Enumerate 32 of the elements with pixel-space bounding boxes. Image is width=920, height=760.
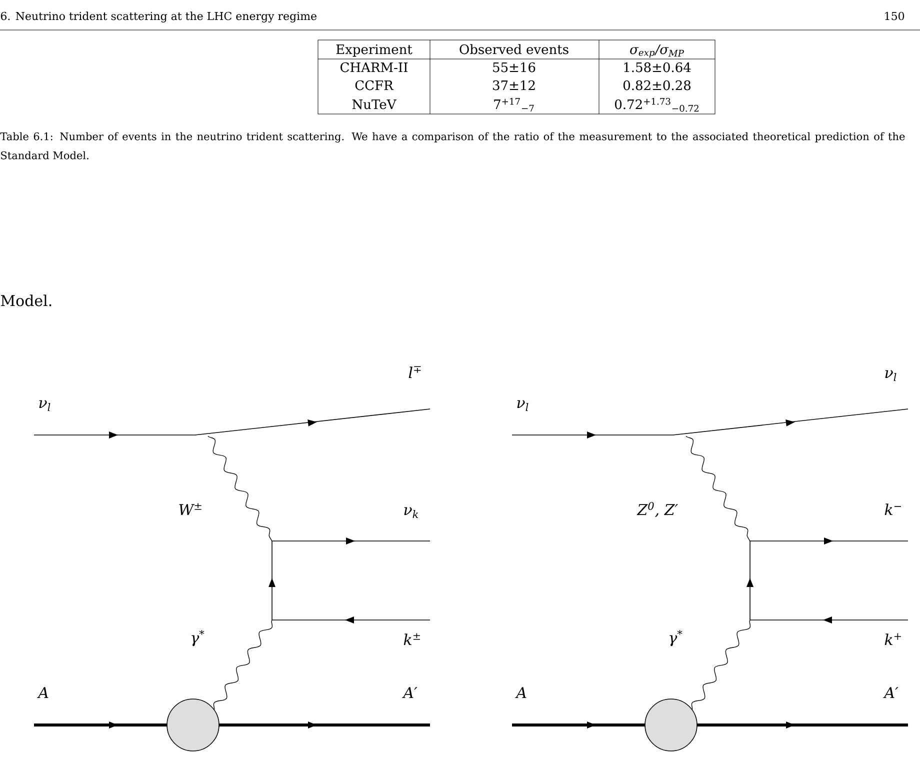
particle-label: ν$_{l}$: [517, 400, 528, 412]
table-header: σ$_{exp}$/σ$_{MP}$: [630, 44, 684, 58]
caption: Table 6.1: Number of events in the neutrino trident scattering. We have a comparison of the ratio of the measurement to the associated theoretical prediction of the Standard Model.: [0, 132, 905, 160]
page-number: 150: [885, 12, 904, 20]
table-value: 0.82±0.28: [623, 80, 691, 90]
particle-label: ν$_{k}$: [404, 507, 418, 518]
table-value: 7$^{+17}$−7: [494, 98, 534, 112]
table-value: 0.72$^{+1.73}$−0.72: [615, 98, 698, 112]
running-header: 6. Neutrino trident scattering at the LHC energy regime: [0, 12, 316, 22]
table-value: CHARM-II: [340, 62, 408, 72]
table-value: NuTeV: [352, 100, 396, 110]
table-value: 37±12: [493, 80, 535, 90]
table-header: Observed events: [460, 44, 568, 54]
particle-label: k$^{±}$: [404, 633, 420, 645]
particle-label: A: [515, 687, 526, 698]
particle-label: A′: [883, 687, 898, 698]
particle-label: ν$_{l}$: [885, 370, 896, 382]
particle-label: ν$_{l}$: [39, 400, 50, 412]
particle-label: W$^{±}$: [179, 503, 202, 515]
particle-label: Z$^{0}$, Z′: [636, 502, 678, 518]
particle-label: l$^{∓}$: [408, 366, 421, 378]
particle-label: A′: [402, 687, 418, 698]
particle-label: k$^{−}$: [884, 504, 901, 515]
particle-label: γ$^{*}$: [192, 630, 204, 646]
particle-label: A: [37, 687, 48, 698]
table-value: CCFR: [355, 80, 394, 90]
particle-label: k$^{+}$: [884, 633, 901, 645]
body-text: Model.: [0, 294, 52, 306]
particle-label: γ$^{*}$: [670, 630, 682, 646]
table-header: Experiment: [336, 44, 412, 57]
table-value: 55±16: [493, 62, 536, 72]
table-value: 1.58±0.64: [624, 62, 691, 72]
